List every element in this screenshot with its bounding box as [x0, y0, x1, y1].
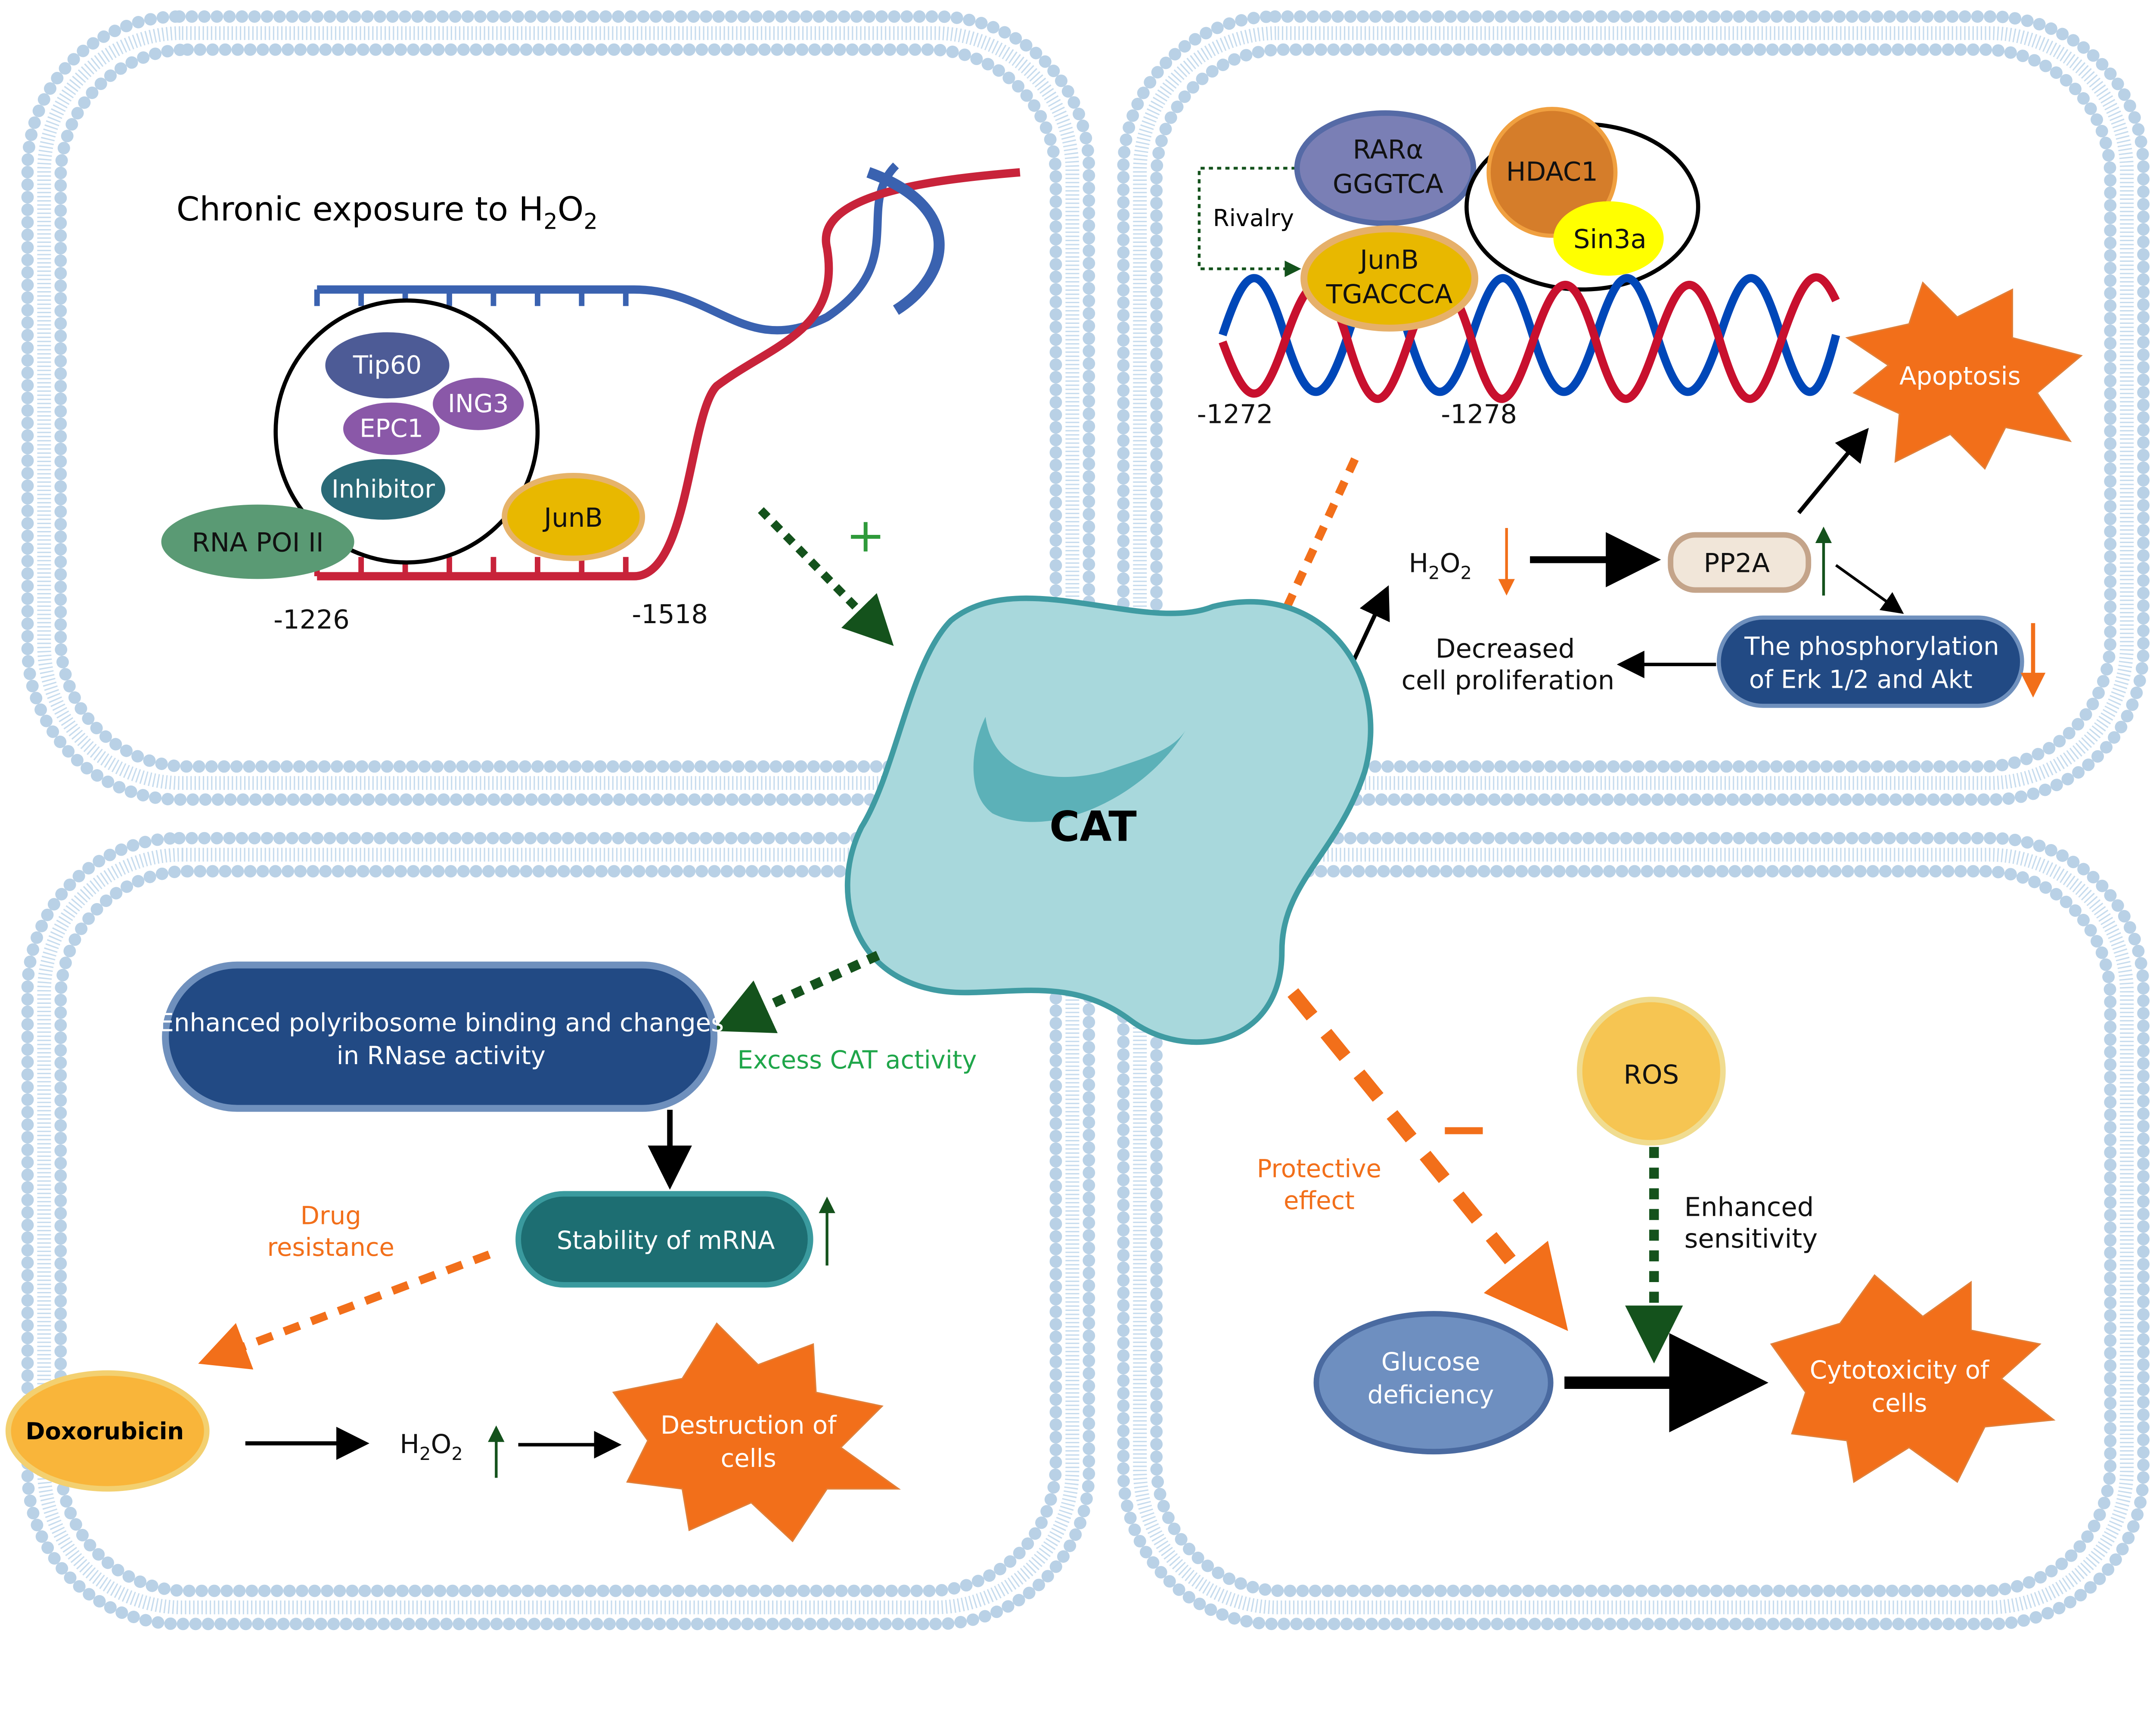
drug-label-1: Drug — [301, 1202, 361, 1230]
doxorubicin — [5, 1370, 210, 1492]
arrow-pp2a-to-phospho — [1835, 564, 1904, 614]
apoptosis-burst — [1845, 281, 2083, 470]
inhibitor — [321, 459, 445, 520]
rar-alpha-seq: GGGTCA — [1333, 169, 1443, 199]
catalase-shading — [973, 717, 1185, 822]
polyribosome-label-1: Enhanced polyribosome binding and change… — [158, 1008, 724, 1037]
sin3a — [1553, 201, 1664, 276]
phospho-label-1: The phosphorylation — [1744, 632, 1999, 661]
arrow-chronic-to-cat — [758, 507, 894, 646]
rar-alpha-label: RARα — [1353, 135, 1424, 165]
enhanced-label-2: sensitivity — [1685, 1224, 1818, 1254]
glucose-label-2: deficiency — [1368, 1381, 1494, 1410]
arrow-cat-to-glucose — [1287, 988, 1568, 1331]
rar-alpha — [1294, 110, 1477, 226]
title-chronic-exposure: Chronic exposure to H2O2 — [177, 190, 598, 234]
tip60 — [325, 332, 450, 399]
arrow-pp2a-to-apoptosis — [1797, 428, 1869, 514]
stability-box — [515, 1191, 813, 1288]
destruction-label-2: cells — [721, 1444, 776, 1473]
cytotoxicity-label-1: Cytotoxicity of — [1810, 1356, 1990, 1385]
sin3a-label: Sin3a — [1573, 224, 1647, 255]
decreased-label-1: Decreased — [1436, 634, 1575, 664]
ros — [1576, 997, 1726, 1146]
destruction-burst — [612, 1322, 901, 1543]
inhibitor-label: Inhibitor — [332, 475, 435, 504]
arrow-cat-to-polyribosome — [713, 951, 880, 1033]
ing3 — [433, 378, 524, 430]
pp2a-label: PP2A — [1703, 548, 1770, 578]
glucose-deficiency — [1313, 1311, 1554, 1455]
apoptosis-label: Apoptosis — [1899, 362, 2021, 391]
junb-tr — [1300, 225, 1479, 332]
cell-membrane-bottom-right — [1117, 832, 2150, 1630]
arrow-drug-resistance — [198, 1250, 491, 1370]
protective-label-1: Protective — [1257, 1155, 1381, 1183]
drug-label-2: resistance — [267, 1233, 394, 1262]
stability-label: Stability of mRNA — [557, 1226, 775, 1255]
polyribosome-label-2: in RNase activity — [337, 1041, 546, 1070]
position-1272: -1272 — [1197, 400, 1273, 430]
destruction-label-1: Destruction of — [661, 1411, 837, 1440]
junb-tl-label: JunB — [542, 503, 603, 533]
position-1518: -1518 — [632, 599, 708, 630]
polyribosome-box — [162, 961, 718, 1112]
glucose-label-1: Glucose — [1381, 1348, 1480, 1376]
plus-sign: + — [846, 508, 885, 562]
rna-pol-ii — [161, 504, 354, 579]
enhanced-label-1: Enhanced — [1685, 1192, 1814, 1222]
h2o2-bl: H2O2 — [400, 1429, 463, 1464]
arrow-junb-to-cat — [1259, 457, 1359, 663]
dna-unwinding — [314, 162, 1021, 581]
cytotoxicity-label-2: cells — [1871, 1389, 1927, 1418]
ing3-label: ING3 — [448, 389, 509, 418]
cell-membrane-top-right — [1117, 10, 2150, 806]
doxorubicin-label: Doxorubicin — [25, 1417, 184, 1445]
protective-label-2: effect — [1284, 1186, 1355, 1215]
catalase-diagram: Chronic exposure to H2O2 Tip60 ING3 EPC1… — [5, 10, 2150, 1630]
excess-cat-label: Excess CAT activity — [738, 1046, 977, 1075]
epc1 — [343, 402, 440, 455]
catalase-protein — [844, 595, 1374, 1045]
phosphorylation-box — [1716, 615, 2024, 708]
rna-pol-ii-label: RNA POI II — [192, 528, 323, 558]
position-1226: -1226 — [273, 605, 350, 635]
decreased-label-2: cell proliferation — [1402, 666, 1615, 696]
rivalry-label: Rivalry — [1213, 204, 1294, 232]
hdac1-label: HDAC1 — [1506, 157, 1598, 187]
junb-tr-label: JunB — [1358, 245, 1419, 275]
cell-membrane-top-left — [21, 10, 1095, 806]
pp2a — [1668, 532, 1812, 593]
minus-sign: − — [1438, 1094, 1489, 1165]
ros-label: ROS — [1623, 1060, 1679, 1090]
epc1-label: EPC1 — [360, 414, 423, 443]
h2o2-tr: H2O2 — [1408, 548, 1472, 583]
junb-tr-seq: TGACCCA — [1326, 279, 1453, 310]
cat-label: CAT — [1049, 803, 1137, 851]
cell-membrane-bottom-left — [21, 832, 1095, 1630]
hdac1 — [1486, 107, 1618, 238]
cytotoxicity-burst — [1770, 1274, 2056, 1483]
junb-tl — [502, 472, 645, 561]
phospho-label-2: of Erk 1/2 and Akt — [1749, 665, 1973, 694]
position-1278: -1278 — [1441, 400, 1517, 430]
tip60-label: Tip60 — [353, 351, 422, 379]
